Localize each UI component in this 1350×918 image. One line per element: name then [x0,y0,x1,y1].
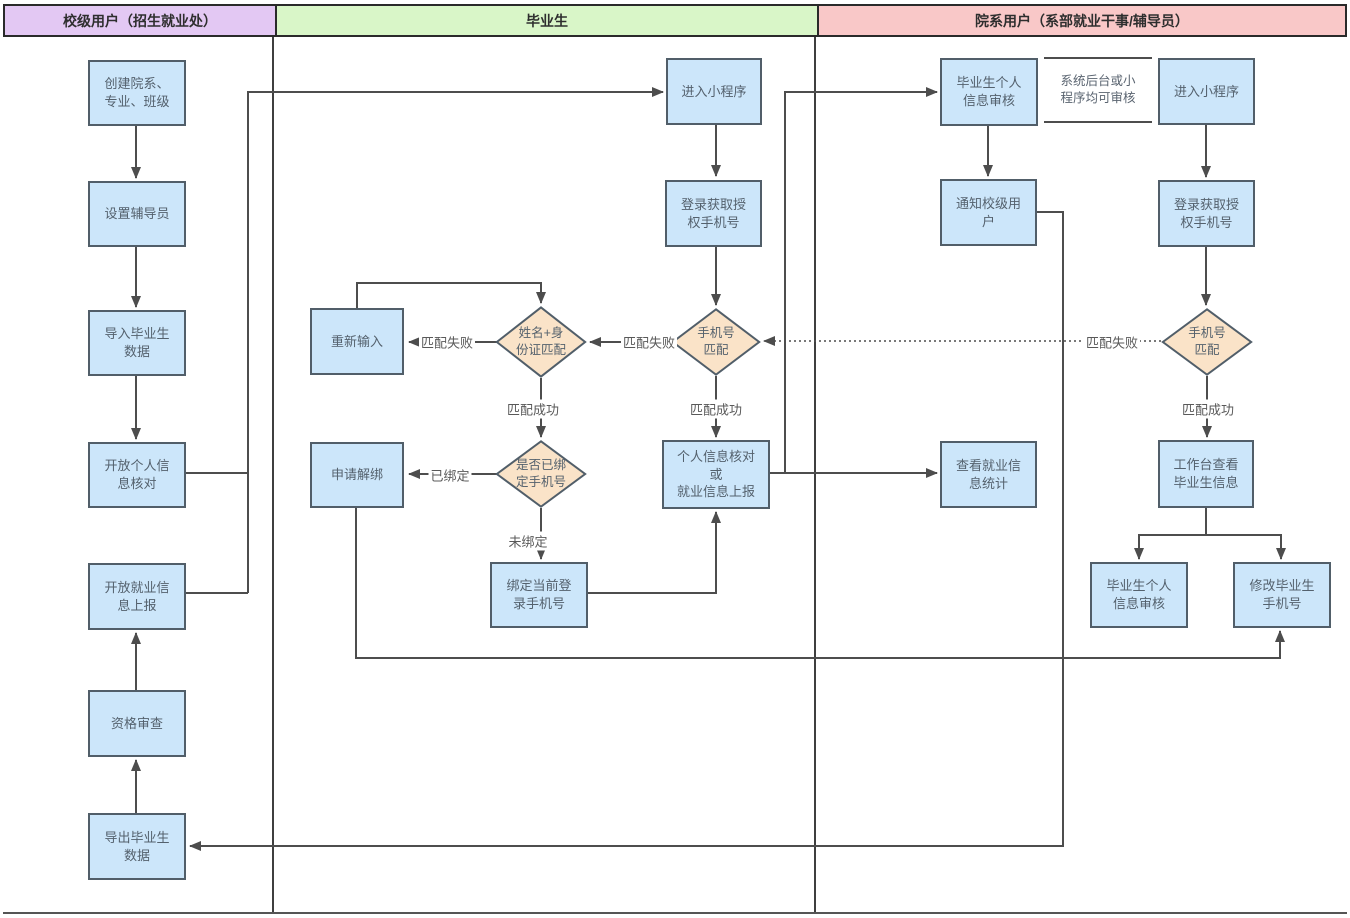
lane-divider-school-graduate [272,37,274,914]
node-grad-info-review-bottom: 毕业生个人 信息审核 [1090,562,1188,628]
node-view-employment-stats: 查看就业信 息统计 [940,441,1037,508]
node-export-graduates: 导出毕业生 数据 [88,813,186,880]
node-enter-miniprogram-dept: 进入小程序 [1158,58,1255,125]
lane-header-department: 院系用户（系部就业干事/辅导员） [817,6,1345,35]
edge-label-reenter-fail: 匹配失败 [418,332,476,352]
diamond-label: 姓名+身 份证匹配 [515,326,566,357]
node-set-counselor: 设置辅导员 [88,181,186,247]
diamond-shape [671,308,761,376]
edge-label-bound-yes: 已绑定 [428,465,472,485]
edge-notify-to-export [189,211,1064,851]
edge-label-phone-success-right: 匹配成功 [1179,399,1237,419]
diamond-shape [495,440,587,508]
edge-label-name-success: 匹配成功 [504,399,562,419]
edge-label-mid-fail: 匹配失败 [620,332,678,352]
pool-bottom-border [3,912,1347,914]
node-apply-unbind: 申请解绑 [310,442,404,508]
edge-to-enter-miniprogram [247,87,664,593]
lane-divider-graduate-department [814,37,816,914]
node-login-auth-phone-dept: 登录获取授 权手机号 [1158,180,1255,247]
node-notify-school-user: 通知校级用 户 [940,179,1037,246]
edge-unbind-to-modifyphone [355,508,1285,659]
diamond-label: 手机号 匹配 [1188,326,1226,357]
node-enter-miniprogram-graduate: 进入小程序 [666,58,762,125]
node-phone-match-dept: 手机号 匹配 [1161,308,1253,376]
node-info-check-or-report: 个人信息核对 或 就业信息上报 [662,440,770,509]
node-modify-grad-phone: 修改毕业生 手机号 [1233,562,1331,628]
diamond-shape [1161,308,1253,376]
edge-label-phone-success-mid: 匹配成功 [687,399,745,419]
node-review-note: 系统后台或小 程序均可审核 [1044,57,1152,123]
lane-header-graduate: 毕业生 [275,6,817,35]
node-create-depts: 创建院系、 专业、班级 [88,60,186,126]
node-login-auth-phone-graduate: 登录获取授 权手机号 [665,180,762,247]
edge-label-right-fail: 匹配失败 [1083,332,1141,352]
node-phone-match-graduate: 手机号 匹配 [671,308,761,376]
node-grad-info-review-top: 毕业生个人 信息审核 [940,58,1038,126]
edge-label-bound-no: 未绑定 [506,531,550,551]
node-name-id-match: 姓名+身 份证匹配 [495,306,587,378]
node-bind-current-phone: 绑定当前登 录手机号 [490,562,588,628]
node-workbench-view-grad-info: 工作台查看 毕业生信息 [1158,440,1254,508]
swimlane-header-row: 校级用户（招生就业处） 毕业生 院系用户（系部就业干事/辅导员） [3,4,1347,37]
diamond-label: 手机号 匹配 [697,326,735,357]
edge-reenter-loop-to-nameid [356,282,546,308]
node-open-info-check: 开放个人信 息核对 [88,442,186,508]
edge-infocheck-to-gradreview [784,87,938,473]
lane-header-school: 校级用户（招生就业处） [5,6,275,35]
node-bound-check: 是否已绑 定手机号 [495,440,587,508]
node-re-enter: 重新输入 [310,308,404,375]
node-open-employment-report: 开放就业信 息上报 [88,563,186,630]
edge-workbench-to-modifyphone [1206,534,1286,560]
edge-workbench-to-gradreview2 [1134,534,1206,560]
edge-bindphone-to-infocheck [588,511,721,594]
diamond-shape [495,306,587,378]
diamond-label: 是否已绑 定手机号 [515,458,566,489]
node-import-graduates: 导入毕业生 数据 [88,310,186,376]
node-qualification-review: 资格审查 [88,690,186,757]
